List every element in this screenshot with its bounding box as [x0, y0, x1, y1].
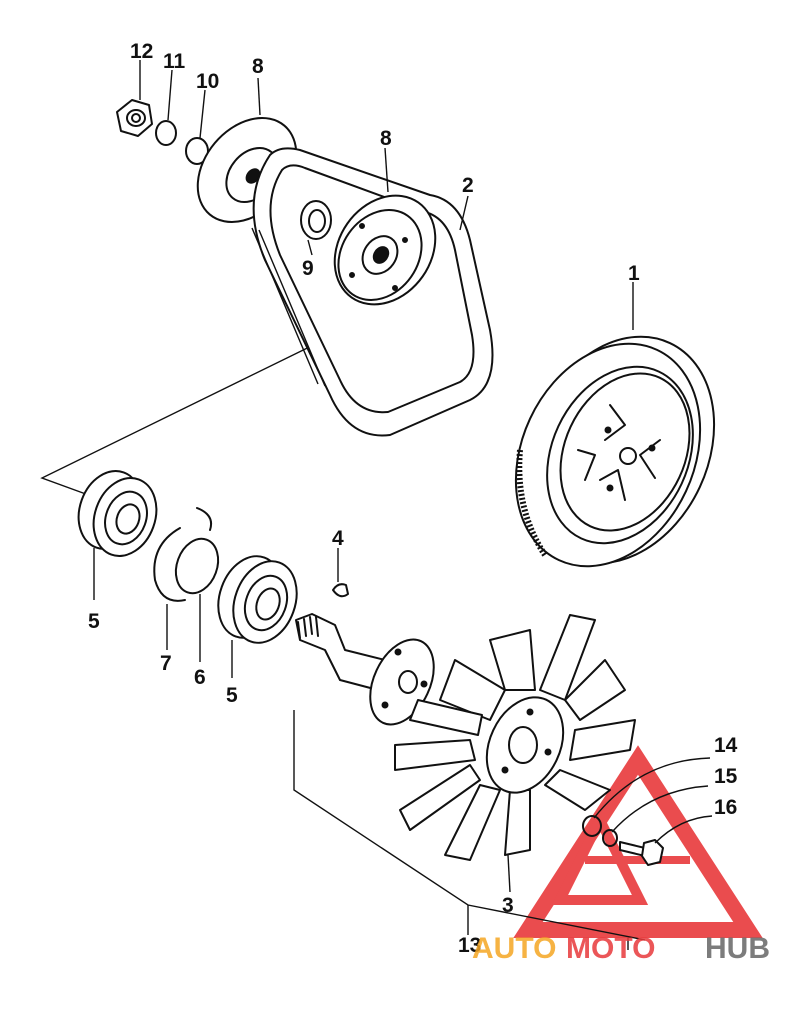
cooling-fan — [394, 614, 636, 861]
hex-bolt-16 — [619, 839, 664, 866]
drive-pulley — [514, 335, 716, 568]
part-label-2: 2 — [462, 174, 474, 197]
part-label-16: 16 — [714, 796, 737, 819]
bearing-right — [217, 555, 298, 644]
driven-sheave-inner-half — [333, 194, 437, 306]
part-label-15: 15 — [714, 765, 738, 788]
lock-washer-15 — [602, 829, 618, 847]
part-label-1: 1 — [628, 262, 640, 285]
watermark-text-hub: HUB — [705, 932, 770, 965]
part-label-5-left: 5 — [88, 610, 100, 633]
part-label-8-upper: 8 — [252, 55, 264, 78]
retaining-ring — [174, 537, 220, 595]
part-label-14: 14 — [714, 734, 738, 757]
part-label-12: 12 — [130, 40, 153, 63]
hex-nut — [116, 99, 153, 137]
part-label-11: 11 — [163, 50, 186, 73]
part-label-5-right: 5 — [226, 684, 238, 707]
woodruff-key — [332, 583, 349, 598]
spacer-ring — [300, 200, 332, 240]
label-leaders — [93, 60, 713, 893]
part-label-13: 13 — [458, 934, 481, 957]
part-label-6: 6 — [194, 666, 206, 689]
watermark-text: AUTO MOTO HUB — [472, 932, 770, 965]
watermark-logo — [513, 745, 763, 938]
part-label-10: 10 — [196, 70, 219, 93]
watermark-text-moto: MOTO — [566, 932, 655, 965]
part-labels: 12 11 10 8 8 2 9 1 4 5 7 6 5 14 15 16 3 … — [88, 40, 738, 957]
watermark-text-auto: AUTO — [472, 932, 556, 965]
part-label-3: 3 — [502, 894, 514, 917]
flat-washer-14 — [582, 815, 602, 837]
part-label-8-lower: 8 — [380, 127, 392, 150]
lock-washer — [155, 120, 177, 146]
bearing-left — [77, 470, 158, 557]
part-label-7: 7 — [160, 652, 172, 675]
part-label-9: 9 — [302, 257, 314, 280]
part-label-4: 4 — [332, 527, 344, 550]
snap-ring — [153, 507, 213, 602]
